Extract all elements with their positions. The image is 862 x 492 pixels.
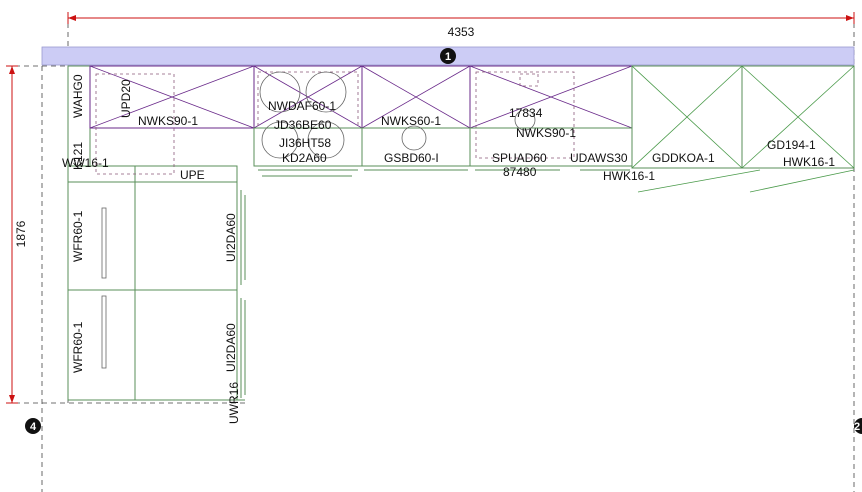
base-cabinet-row[interactable] [253,71,633,177]
label-kd2a60: KD2A60 [282,151,327,165]
label-k121: K121 [71,142,85,170]
label-jd36be60: JD36BE60 [274,118,332,132]
wall-marker-1[interactable]: 1 [440,48,456,64]
label-gsbd60: GSBD60-I [384,151,439,165]
label-udaws30: UDAWS30 [570,151,628,165]
height-dimension: 1876 [6,65,28,404]
label-hwk16-a: HWK16-1 [603,169,655,183]
left-base-run[interactable] [67,65,246,401]
wall-marker-4-label: 4 [30,421,37,433]
height-dimension-label: 1876 [14,220,28,247]
label-ui2da60-top: UI2DA60 [224,213,238,262]
width-dimension-label: 4353 [448,25,475,39]
label-nwks90-left: NWKS90-1 [138,114,198,128]
label-ui2da60-bottom: UI2DA60 [224,323,238,372]
label-nwks90-right: NWKS90-1 [516,126,576,140]
wall-marker-1-label: 1 [445,51,451,63]
label-upe: UPE [180,168,205,182]
width-dimension: 4353 [67,12,855,39]
label-wfr60-bottom: WFR60-1 [71,321,85,373]
label-17834: 17834 [509,106,543,120]
label-ww16: WW16-1 [62,156,109,170]
wall-marker-2[interactable]: 2 [854,418,862,434]
label-ji36ht58: JI36HT58 [279,136,331,150]
label-nwks60: NWKS60-1 [381,114,441,128]
right-tall-cabinets[interactable] [631,65,855,193]
label-spuad60: SPUAD60 [492,151,547,165]
wall-marker-2-label: 2 [854,421,860,433]
guide-lines [6,14,855,492]
label-uwr16: UWR16 [227,382,241,424]
label-upd20: UPD20 [119,79,133,118]
label-87480: 87480 [503,165,537,179]
label-wfr60-top: WFR60-1 [71,210,85,262]
label-wahg0: WAHG0 [71,74,85,118]
label-gd194: GD194-1 [767,138,816,152]
wall-marker-4[interactable]: 4 [25,418,41,434]
label-hwk16-b: HWK16-1 [783,155,835,169]
cabinet-labels: WAHG0 K121 UPD20 NWKS90-1 NWDAF60-1 JD36… [62,74,835,424]
label-nwdaf60: NWDAF60-1 [268,99,336,113]
label-gddkoa: GDDKOA-1 [652,151,715,165]
